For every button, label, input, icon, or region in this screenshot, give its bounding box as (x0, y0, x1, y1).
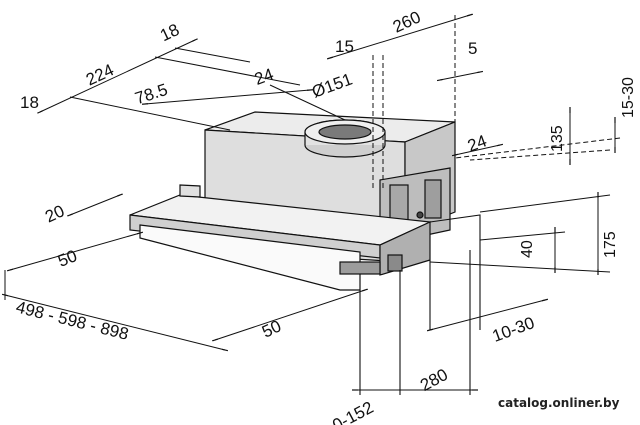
dim-151: Ø151 (309, 70, 355, 102)
dim-50-bottom: 50 (259, 316, 284, 341)
watermark: catalog.onliner.by (498, 396, 620, 410)
dim-78-5: 78.5 (133, 80, 170, 108)
dim-50-left: 50 (55, 246, 80, 271)
dim-40: 40 (519, 240, 536, 258)
dim-15: 15 (335, 37, 354, 56)
dim-224: 224 (83, 60, 117, 89)
dim-20: 20 (42, 201, 67, 226)
dim-15-30: 15-30 (620, 77, 637, 118)
dim-135: 135 (549, 125, 566, 152)
dim-24-top: 24 (252, 65, 276, 89)
dim-18-top: 18 (157, 20, 182, 45)
dim-5: 5 (468, 39, 477, 58)
dim-10-30: 10-30 (490, 313, 537, 346)
dim-0-152: 0-152 (329, 398, 376, 425)
dimension-lines (1, 13, 616, 391)
dim-498-598-898: 498 - 598 - 898 (14, 297, 130, 343)
dim-175: 175 (602, 231, 619, 258)
slide-panel (129, 184, 433, 291)
dim-18-left: 18 (20, 93, 39, 112)
dim-260: 260 (390, 7, 424, 36)
